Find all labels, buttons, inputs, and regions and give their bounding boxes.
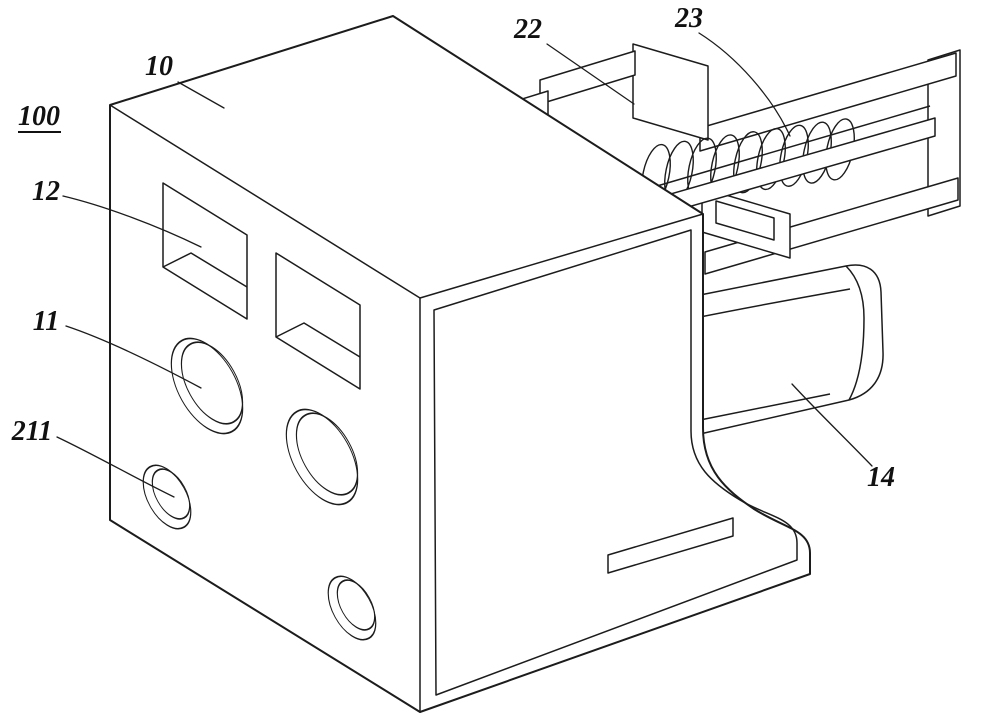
reference-labels: 100 10 12 11 211 22 23 14 <box>11 3 895 493</box>
rail-step-block <box>539 50 636 105</box>
rail-cross-plate <box>632 43 709 141</box>
small-hole-lower-inner-edge <box>336 579 376 631</box>
housing-block <box>109 15 811 713</box>
small-hole-lower <box>327 575 377 641</box>
window-opening-lower <box>275 252 361 390</box>
label-10: 10 <box>145 51 173 82</box>
edge-top-front-face <box>419 213 704 299</box>
leader-22 <box>546 43 635 105</box>
housing-silhouette <box>109 15 811 713</box>
leader-10 <box>177 81 225 109</box>
label-11: 11 <box>33 306 59 337</box>
label-211: 211 <box>11 416 52 447</box>
bracket-window <box>715 200 775 241</box>
slot-opening <box>607 517 734 574</box>
small-hole-upper <box>142 464 192 530</box>
large-hole-lower <box>285 408 359 506</box>
leader-12 <box>62 195 202 248</box>
large-hole-upper <box>170 337 244 435</box>
leader-23 <box>698 32 791 137</box>
end-plate <box>927 49 961 217</box>
spring-coil <box>733 131 763 194</box>
label-12: 12 <box>32 176 60 207</box>
label-14: 14 <box>867 462 895 493</box>
large-hole-upper-inner-edge <box>180 341 244 425</box>
leader-lines <box>56 32 873 498</box>
label-22: 22 <box>513 14 542 45</box>
small-hole-upper-inner-edge <box>151 468 191 520</box>
window-upper-depth-lines <box>162 252 248 288</box>
window-lower-depth-lines <box>275 322 361 358</box>
cylinder-end-cap-line <box>845 265 865 401</box>
cylinder-bottom-line <box>699 393 831 421</box>
upper-guide-rail <box>699 52 957 152</box>
large-hole-lower-inner-edge <box>295 412 359 496</box>
cylinder-body <box>694 264 884 435</box>
cylinder-top-line <box>694 288 851 319</box>
label-100: 100 <box>18 101 60 132</box>
leader-14 <box>791 383 873 467</box>
leader-211 <box>56 436 175 498</box>
front-face-inner-border <box>433 229 798 696</box>
window-opening-upper <box>162 182 248 320</box>
label-23: 23 <box>674 3 703 34</box>
leader-11 <box>65 325 202 389</box>
edge-top-left-face <box>109 104 421 299</box>
cylinder-outline <box>694 264 884 435</box>
